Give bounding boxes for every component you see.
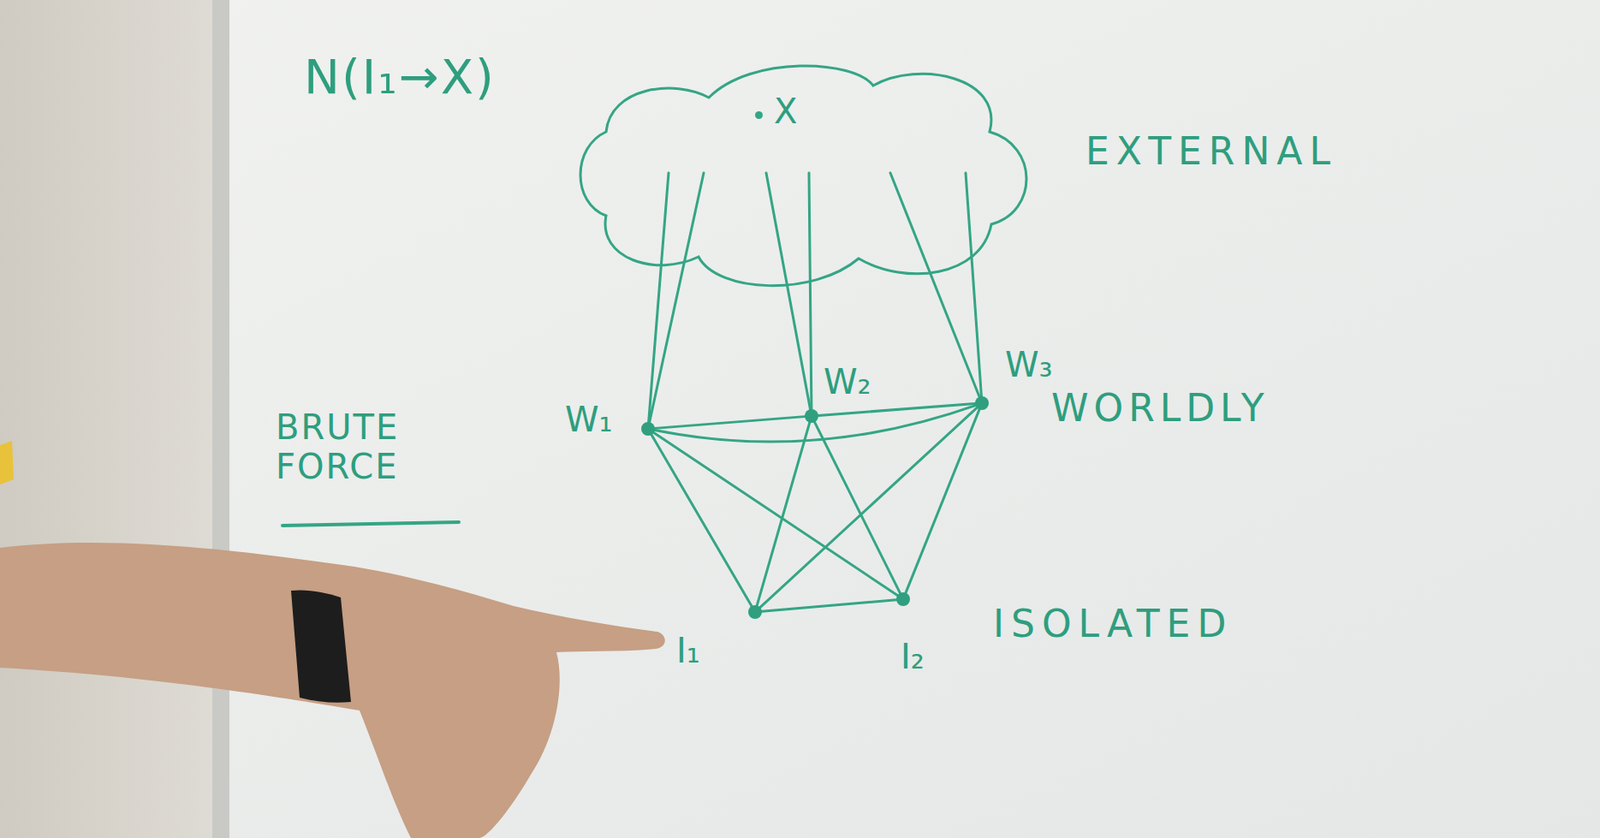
node-label: X [773, 92, 798, 131]
underline [282, 522, 459, 526]
connector-line [890, 172, 980, 398]
yellow-note [0, 440, 14, 485]
board-note: N(I₁→X) [303, 49, 496, 105]
connector-line [654, 416, 805, 429]
node-dot: I₂ [896, 592, 911, 607]
wrist-watch [291, 589, 351, 702]
cloud-path [580, 65, 1027, 286]
node-label: I₂ [900, 637, 925, 676]
node-dot: W₁ [641, 422, 655, 436]
node-label: I₁ [676, 631, 701, 670]
wall-strip [0, 0, 213, 838]
connector-line [905, 409, 980, 593]
connector-line [761, 600, 897, 613]
connector-line [965, 172, 982, 397]
board-note: ISOLATED [993, 602, 1233, 647]
pointing-hand [0, 542, 666, 838]
node-dot: I₁ [748, 605, 762, 619]
cloud-shape: X [571, 53, 1039, 295]
connector-line [814, 422, 901, 594]
connector-line [766, 172, 811, 410]
connector-line [649, 172, 704, 423]
cloud-outline [571, 53, 1039, 295]
board-note: BRUTE FORCE [275, 407, 464, 487]
board-note: WORLDLY [1051, 386, 1270, 431]
node-dot: W₂ [804, 409, 819, 423]
connector-line [651, 434, 752, 607]
connector-line [756, 422, 810, 607]
connector-line [760, 407, 977, 607]
node-label: W₃ [1005, 345, 1053, 384]
node-label: W₁ [565, 400, 613, 439]
connector-line [808, 172, 812, 410]
node-dot: W₃ [975, 396, 989, 411]
node-label: W₂ [823, 362, 872, 401]
board-note: EXTERNAL [1085, 130, 1338, 174]
point-dot [755, 111, 763, 119]
board-frame [212, 0, 230, 838]
